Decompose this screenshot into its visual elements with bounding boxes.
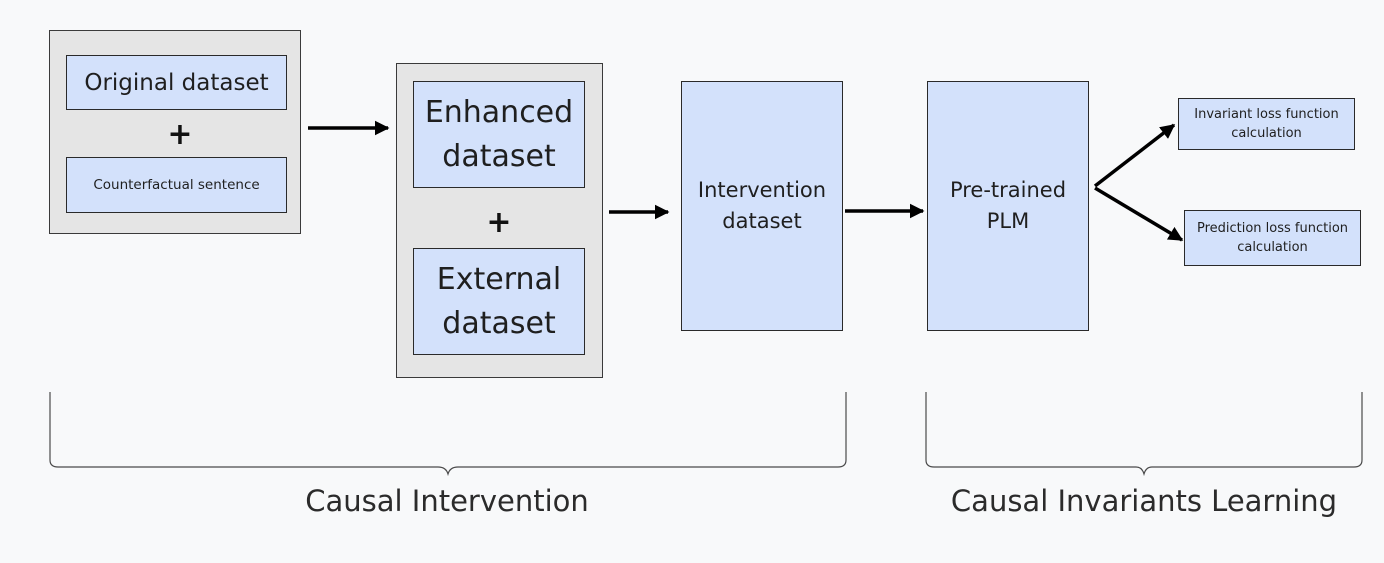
original-dataset-box: Original dataset bbox=[66, 55, 287, 110]
enhanced-dataset-box: Enhanced dataset bbox=[413, 81, 585, 188]
plus-sign-1: + bbox=[167, 116, 193, 152]
plus-sign-2: + bbox=[486, 204, 512, 240]
pretrained-plm-box: Pre-trained PLM bbox=[927, 81, 1089, 331]
brace-causal-invariants bbox=[925, 392, 1363, 477]
counterfactual-sentence-box: Counterfactual sentence bbox=[66, 157, 287, 213]
intervention-dataset-box: Intervention dataset bbox=[681, 81, 843, 331]
arrow-plm-to-prediction bbox=[1094, 186, 1184, 242]
external-dataset-label: External dataset bbox=[436, 261, 562, 341]
original-dataset-label: Original dataset bbox=[84, 69, 269, 96]
counterfactual-sentence-label: Counterfactual sentence bbox=[93, 177, 260, 193]
invariant-loss-label: Invariant loss function calculation bbox=[1194, 107, 1339, 141]
enhanced-dataset-label: Enhanced dataset bbox=[424, 94, 574, 174]
prediction-loss-box: Prediction loss function calculation bbox=[1184, 210, 1361, 266]
arrow-plm-to-invariant bbox=[1093, 123, 1176, 188]
pretrained-plm-label: Pre-trained PLM bbox=[949, 178, 1067, 233]
intervention-dataset-label: Intervention dataset bbox=[697, 178, 827, 233]
caption-causal-intervention: Causal Intervention bbox=[305, 484, 589, 518]
prediction-loss-label: Prediction loss function calculation bbox=[1196, 221, 1349, 255]
brace-causal-intervention bbox=[49, 392, 847, 477]
caption-causal-invariants-learning: Causal Invariants Learning bbox=[950, 484, 1338, 518]
invariant-loss-box: Invariant loss function calculation bbox=[1178, 98, 1355, 150]
external-dataset-box: External dataset bbox=[413, 248, 585, 355]
